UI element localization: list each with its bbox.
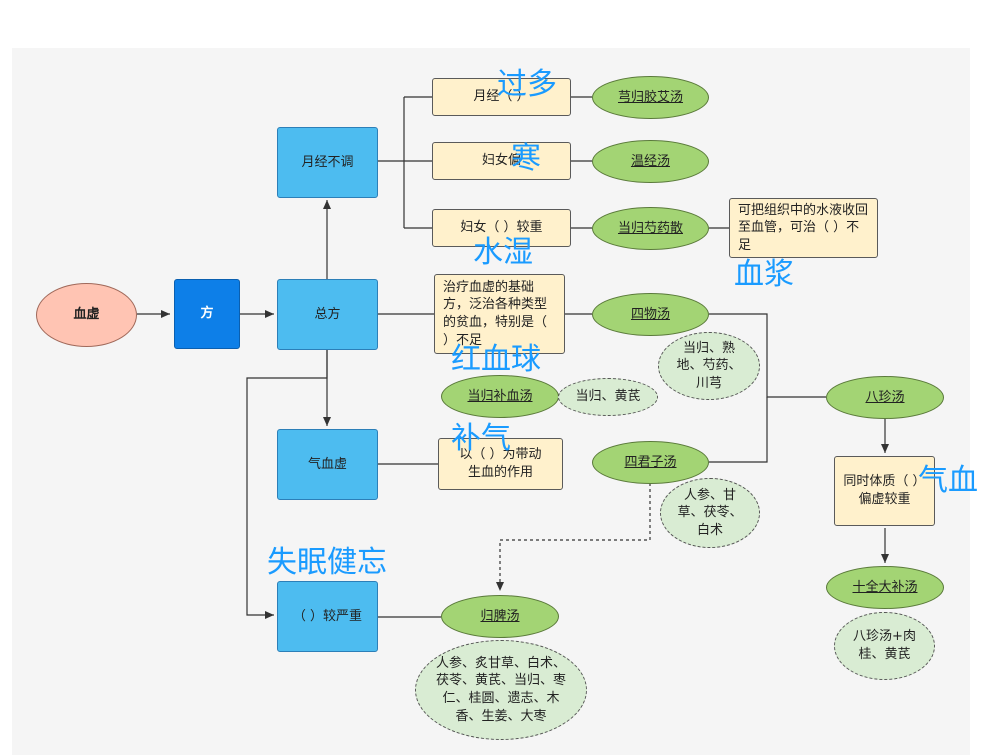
node-xuexu: 血虚	[36, 283, 137, 347]
link-zongfang-shimian	[246, 350, 328, 619]
formula-danggui-shaoyao[interactable]: 当归芍药散	[592, 207, 709, 250]
formula-siwu[interactable]: 四物汤	[592, 293, 709, 336]
ingredients-guipi: 人参、炙甘草、白术、茯苓、黄芪、当归、枣仁、桂圆、遗志、木香、生姜、大枣	[415, 640, 587, 740]
answer-guoduo: 过多	[497, 67, 557, 102]
formula-shiquan[interactable]: 十全大补汤	[826, 566, 944, 609]
link-sijunzi-guipi	[496, 483, 651, 591]
node-qixuexu: 气血虚	[277, 429, 378, 500]
link-yuejing-branch	[378, 96, 432, 229]
ingredients-sijunzi: 人参、甘草、茯苓、白术	[660, 478, 760, 548]
link-siwu-bazhen	[709, 313, 826, 398]
note-yuejing-guoduo: 月经（ ）	[432, 78, 571, 116]
note-funv-jiaozhong: 妇女（ ）较重	[432, 209, 571, 247]
link-sijunzi-bazhen	[709, 397, 768, 463]
note-xuejiang: 可把组织中的水液收回至血管，可治（ ）不足	[729, 198, 878, 258]
formula-danggui-buxue[interactable]: 当归补血汤	[441, 375, 559, 418]
formula-wenjing[interactable]: 温经汤	[592, 140, 709, 183]
formula-guipi[interactable]: 归脾汤	[441, 595, 559, 638]
answer-qixue: 气血	[918, 463, 978, 498]
node-fang: 方	[174, 279, 240, 349]
answer-buqi: 补气	[451, 421, 511, 456]
answer-han: 寒	[511, 141, 541, 176]
formula-xionggui[interactable]: 芎归胶艾汤	[592, 76, 709, 119]
ingredients-shiquan: 八珍汤+肉桂、黄芪	[834, 612, 935, 680]
note-qixuexu-desc: 以（ ）为带动生血的作用	[438, 438, 563, 490]
note-funv-pian: 妇女偏	[432, 142, 571, 180]
note-bazhen-desc: 同时体质（ ）偏虚较重	[834, 456, 935, 526]
ingredients-danggui-buxue: 当归、黄芪	[558, 378, 658, 416]
answer-hongxueqiu: 红血球	[451, 342, 541, 377]
note-zongfang-desc: 治疗血虚的基础方，泛治各种类型的贫血，特别是（ ）不足	[434, 274, 565, 354]
ingredients-siwu: 当归、熟地、芍药、川芎	[658, 332, 760, 400]
formula-sijunzi[interactable]: 四君子汤	[592, 441, 709, 484]
node-shimian: （ ）较严重	[277, 581, 378, 652]
node-zongfang: 总方	[277, 279, 378, 350]
answer-xuejiang: 血浆	[734, 257, 794, 292]
formula-bazhen[interactable]: 八珍汤	[826, 376, 944, 419]
answer-shimian: 失眠健忘	[267, 545, 387, 580]
answer-shuishi: 水湿	[473, 235, 533, 270]
node-yuejing-butiao: 月经不调	[277, 127, 378, 198]
